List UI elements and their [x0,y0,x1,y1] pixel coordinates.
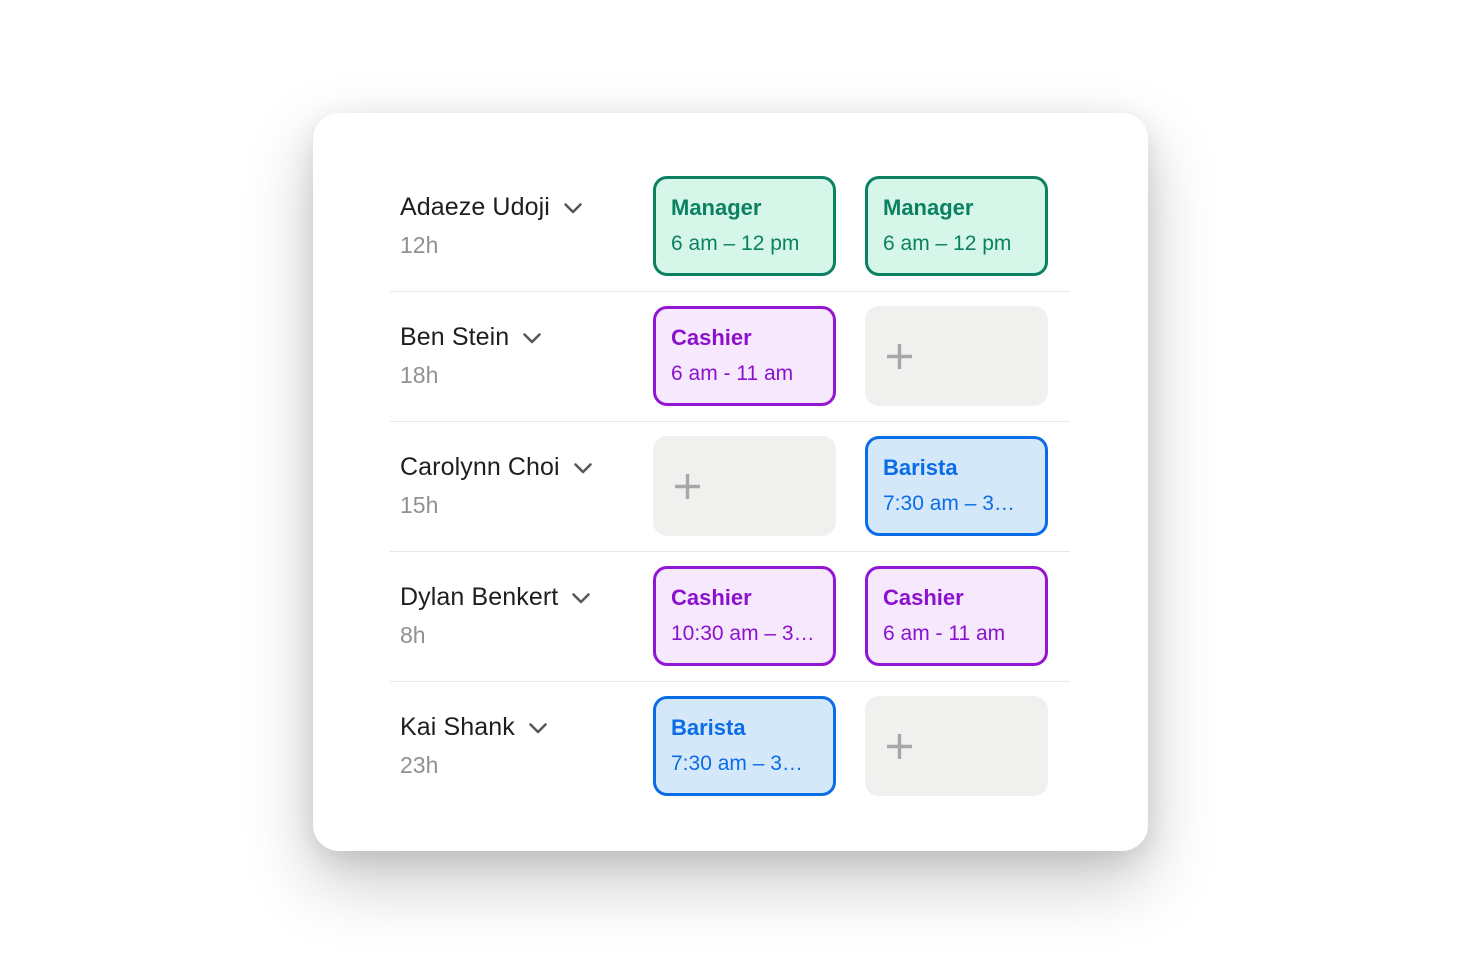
schedule-row: Adaeze Udoji 12h Manager 6 am – 12 pm Ma… [313,176,1148,276]
employee-name-line: Ben Stein [400,322,653,352]
shift-time-label: 7:30 am – 3… [671,752,803,775]
employee-cell[interactable]: Adaeze Udoji 12h [400,176,653,276]
plus-icon [674,473,701,500]
row-divider [390,681,1070,682]
shift-time-label: 6 am - 11 am [883,622,1006,645]
chevron-down-icon[interactable] [563,202,583,215]
employee-hours: 15h [400,492,439,518]
employee-name-line: Dylan Benkert [400,582,653,612]
shift-slots: Barista 7:30 am – 3… [653,696,1048,796]
employee-hours: 8h [400,622,426,648]
schedule-row: Ben Stein 18h Cashier 6 am - 11 am [313,306,1148,406]
employee-name: Kai Shank [400,712,515,741]
shift-slots: Cashier 6 am - 11 am [653,306,1048,406]
row-divider [390,291,1070,292]
chevron-down-icon[interactable] [573,462,593,475]
employee-name: Ben Stein [400,322,510,351]
employee-hours: 23h [400,752,439,778]
plus-icon [886,343,913,370]
shift-role-label: Cashier [671,585,752,610]
shift-slots: Barista 7:30 am – 3… [653,436,1048,536]
plus-icon [886,733,913,760]
shift-role-label: Manager [671,195,762,220]
shift-time-label: 7:30 am – 3… [883,492,1015,515]
employee-cell[interactable]: Kai Shank 23h [400,696,653,796]
employee-name-line: Adaeze Udoji [400,192,653,222]
shift-time-label: 6 am - 11 am [671,362,794,385]
schedule-rows: Adaeze Udoji 12h Manager 6 am – 12 pm Ma… [313,176,1148,796]
shift-slots: Manager 6 am – 12 pm Manager 6 am – 12 p… [653,176,1048,276]
employee-name: Carolynn Choi [400,452,560,481]
shift-card[interactable]: Cashier 6 am - 11 am [653,306,836,406]
row-divider [390,551,1070,552]
employee-hours: 12h [400,232,439,258]
shift-card[interactable]: Cashier 6 am - 11 am [865,566,1048,666]
shift-time-label: 10:30 am – 3… [671,622,815,645]
shift-card[interactable]: Manager 6 am – 12 pm [865,176,1048,276]
shift-role-label: Manager [883,195,974,220]
shift-time-label: 6 am – 12 pm [671,232,800,255]
shift-card[interactable]: Barista 7:30 am – 3… [653,696,836,796]
schedule-row: Carolynn Choi 15h Barista 7:30 am – 3… [313,436,1148,536]
shift-card[interactable]: Manager 6 am – 12 pm [653,176,836,276]
shift-role-label: Barista [671,715,746,740]
employee-cell[interactable]: Ben Stein 18h [400,306,653,406]
add-shift-button[interactable] [865,306,1048,406]
chevron-down-icon[interactable] [522,332,542,345]
schedule-panel: Adaeze Udoji 12h Manager 6 am – 12 pm Ma… [313,113,1148,851]
add-shift-button[interactable] [865,696,1048,796]
shift-role-label: Cashier [883,585,964,610]
row-divider [390,421,1070,422]
employee-name-line: Carolynn Choi [400,452,653,482]
shift-slots: Cashier 10:30 am – 3… Cashier 6 am - 11 … [653,566,1048,666]
shift-role-label: Barista [883,455,958,480]
employee-name-line: Kai Shank [400,712,653,742]
shift-time-label: 6 am – 12 pm [883,232,1012,255]
chevron-down-icon[interactable] [528,722,548,735]
employee-name: Adaeze Udoji [400,192,550,221]
schedule-row: Kai Shank 23h Barista 7:30 am – 3… [313,696,1148,796]
chevron-down-icon[interactable] [571,592,591,605]
shift-card[interactable]: Barista 7:30 am – 3… [865,436,1048,536]
employee-cell[interactable]: Dylan Benkert 8h [400,566,653,666]
shift-role-label: Cashier [671,325,752,350]
employee-cell[interactable]: Carolynn Choi 15h [400,436,653,536]
employee-hours: 18h [400,362,439,388]
employee-name: Dylan Benkert [400,582,559,611]
shift-card[interactable]: Cashier 10:30 am – 3… [653,566,836,666]
add-shift-button[interactable] [653,436,836,536]
schedule-row: Dylan Benkert 8h Cashier 10:30 am – 3… C… [313,566,1148,666]
